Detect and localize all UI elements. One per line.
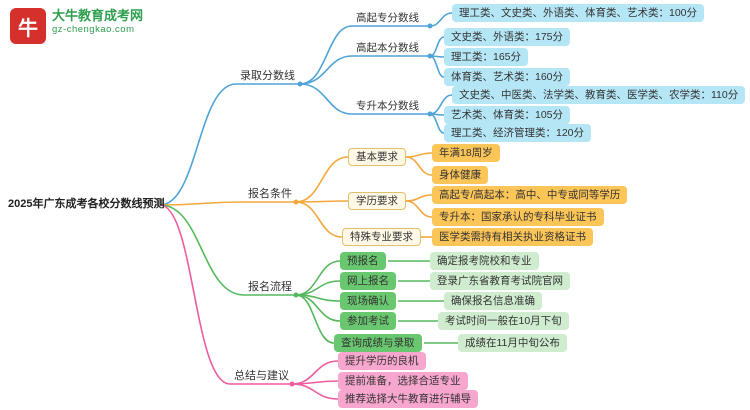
node-step-online[interactable]: 网上报名 [340,272,396,290]
edge-root-process [159,204,294,296]
site-logo: 牛 大牛教育成考网 gz-chengkao.com [10,8,143,44]
edge-basic-leaf0 [405,152,433,158]
leaf-medical-requirement[interactable]: 医学类需持有相关执业资格证书 [432,228,593,246]
edge-conditions-education [295,200,349,203]
bull-logo-icon: 牛 [10,8,46,44]
leaf-summary-item-1[interactable]: 提升学历的良机 [338,352,426,370]
node-basic-requirements[interactable]: 基本要求 [348,148,406,166]
root-node[interactable]: 2025年广东成考各校分数线预测 [8,198,165,210]
collapse-dot-admission[interactable] [297,81,303,87]
edge-admission-gaoqizhuan [299,25,428,85]
leaf-step-confirm-detail[interactable]: 确保报名信息准确 [444,292,542,310]
node-zhuanshengben[interactable]: 专升本分数线 [356,100,419,112]
leaf-gaoqiben-score-1[interactable]: 文史类、外语类：175分 [444,28,571,46]
brand-domain: gz-chengkao.com [52,24,135,35]
edge-admission-gaoqiben [299,55,428,85]
edge-process-step3 [295,294,341,322]
collapse-dot-gaoqizhuan[interactable] [427,23,433,29]
edge-conditions-basic [295,156,349,203]
collapse-dot-process[interactable] [293,292,299,298]
node-step-exam[interactable]: 参加考试 [340,312,396,330]
edge-summary-item2 [291,383,339,400]
branch-process[interactable]: 报名流程 [248,281,292,293]
collapse-dot-summary[interactable] [289,381,295,387]
edge-root-summary [159,204,290,385]
node-step-confirm[interactable]: 现场确认 [340,292,396,310]
collapse-dot-gaoqiben[interactable] [427,53,433,59]
edge-gaoqizhuan-leaf0 [429,12,453,27]
edge-root-admission [159,83,298,206]
branch-admission[interactable]: 录取分数线 [240,70,295,82]
edge-zhuanshengben-leaf2 [429,113,445,134]
leaf-zhuanshengben-score-3[interactable]: 理工类、经济管理类：120分 [444,124,592,142]
edge-process-step4 [295,294,335,344]
collapse-dot-zhuanshengben[interactable] [427,111,433,117]
leaf-step-results-detail[interactable]: 成绩在11月中旬公布 [458,334,567,352]
edge-basic-leaf1 [405,156,433,176]
logo-text: 大牛教育成考网 gz-chengkao.com [52,8,143,36]
leaf-education-requirement-2[interactable]: 专升本：国家承认的专科毕业证书 [432,208,604,226]
node-gaoqiben[interactable]: 高起本分数线 [356,42,419,54]
leaf-education-requirement-1[interactable]: 高起专/高起本：高中、中专或同等学历 [432,186,628,204]
edge-root-conditions [159,201,294,206]
edge-education-leaf0 [405,194,433,202]
edge-gaoqiben-leaf2 [429,55,445,78]
leaf-age-requirement[interactable]: 年满18周岁 [432,144,500,162]
collapse-dot-conditions[interactable] [293,199,299,205]
branch-conditions[interactable]: 报名条件 [248,188,292,200]
leaf-zhuanshengben-score-2[interactable]: 艺术类、体育类：105分 [444,106,571,124]
node-step-results[interactable]: 查询成绩与录取 [334,334,422,352]
leaf-step-online-detail[interactable]: 登录广东省教育考试院官网 [430,272,570,290]
leaf-health-requirement[interactable]: 身体健康 [432,166,488,184]
edge-conditions-special [295,201,343,238]
leaf-zhuanshengben-score-1[interactable]: 文史类、中医类、法学类、教育类、医学类、农学类：110分 [452,86,746,104]
edge-gaoqiben-leaf0 [429,36,445,57]
edge-process-step0 [295,260,341,296]
branch-summary[interactable]: 总结与建议 [234,370,289,382]
node-education-requirements[interactable]: 学历要求 [348,192,406,210]
edge-admission-zhuanshengben [299,83,428,115]
leaf-step-exam-detail[interactable]: 考试时间一般在10月下旬 [438,312,569,330]
leaf-summary-item-2[interactable]: 提前准备，选择合适专业 [338,372,468,390]
leaf-summary-item-3[interactable]: 推荐选择大牛教育进行辅导 [338,390,478,408]
node-special-requirements[interactable]: 特殊专业要求 [342,228,421,246]
edge-process-step1 [295,280,341,296]
leaf-gaoqiben-score-3[interactable]: 体育类、艺术类：160分 [444,68,571,86]
node-step-preregister[interactable]: 预报名 [340,252,386,270]
node-gaoqizhuan[interactable]: 高起专分数线 [356,12,419,24]
leaf-gaoqiben-score-2[interactable]: 理工类：165分 [444,48,529,66]
edge-education-leaf1 [405,200,433,218]
brand-name: 大牛教育成考网 [52,8,144,23]
leaf-gaoqizhuan-score[interactable]: 理工类、文史类、外语类、体育类、艺术类：100分 [452,4,705,22]
leaf-step-preregister-detail[interactable]: 确定报考院校和专业 [430,252,539,270]
